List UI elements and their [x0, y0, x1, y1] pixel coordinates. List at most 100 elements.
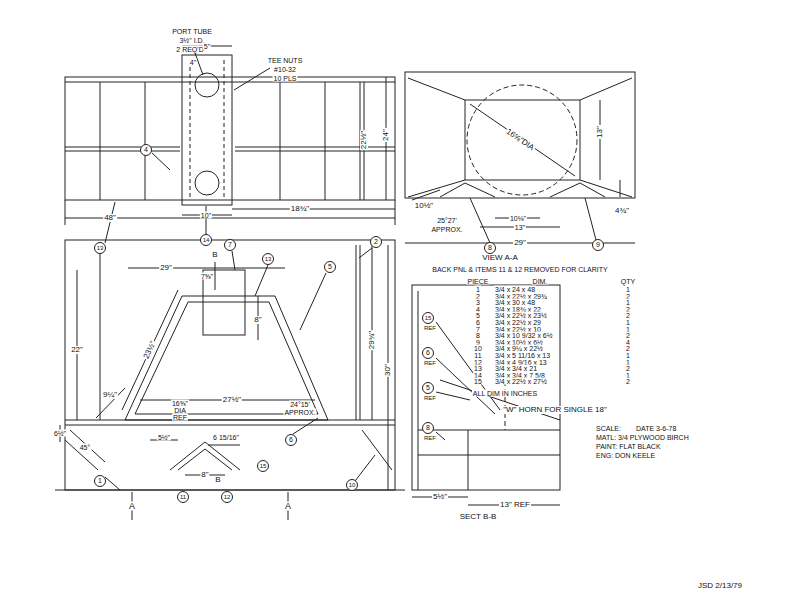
dimension-label: 18¾" — [290, 205, 310, 213]
callout-number: 8 — [422, 422, 434, 434]
leader-line — [105, 202, 115, 243]
panel-edge — [65, 82, 395, 83]
corner-wedge — [65, 440, 98, 470]
note-text: DATE 3-6-78 — [635, 425, 677, 432]
dimension-label: REF — [172, 414, 188, 421]
note-text: ENG: DON KEELE — [595, 452, 656, 459]
callout-number: 12 — [221, 491, 233, 503]
dimension-label: 5" — [203, 43, 211, 50]
dimension-label: APPROX. — [283, 409, 316, 416]
note-text: REF — [423, 325, 437, 331]
leader-line — [152, 153, 170, 170]
dimension-line — [122, 290, 178, 410]
port-board — [182, 55, 232, 205]
port-board — [203, 270, 245, 335]
dimension-label: 27½" — [222, 396, 242, 404]
note-text: PORT TUBE — [171, 28, 213, 35]
extension-line — [395, 200, 396, 225]
dimension-line — [128, 268, 285, 269]
parts-table-cell: DIM. — [532, 278, 549, 285]
note-text: JSD 2/13/79 — [697, 582, 743, 590]
dimension-label: 8" — [253, 316, 262, 324]
dimension-label: 29" — [159, 264, 173, 272]
dimension-label: 22" — [70, 346, 84, 354]
brace — [145, 82, 146, 200]
extension-line — [65, 200, 66, 225]
note-text: REF — [423, 435, 437, 441]
callout-number: 13 — [94, 242, 106, 254]
dimension-line — [470, 104, 575, 176]
side-panel — [100, 245, 101, 420]
note-text: 2 REQ'D — [175, 46, 204, 53]
leader-line — [255, 265, 268, 296]
dimension-label: 10" — [200, 212, 212, 219]
dimension-label: 13" REF — [499, 501, 531, 509]
horn-wall — [465, 100, 466, 180]
dimension-label: 6½" — [53, 430, 67, 437]
horn-wall — [580, 100, 581, 180]
wedge — [550, 183, 605, 197]
dimension-label: 4" — [189, 59, 197, 66]
dimension-label: 24" — [382, 128, 390, 142]
brace — [100, 82, 101, 200]
dimension-label: 23½" — [142, 339, 158, 361]
callout-number: 6 — [285, 434, 297, 446]
dimension-label: 16⅝"DIA — [504, 127, 536, 153]
leader-line — [585, 198, 596, 240]
section-b-b — [412, 285, 560, 505]
note-text: 3½" I.D. — [178, 37, 205, 44]
top-view — [65, 46, 395, 243]
leader-line — [436, 322, 500, 410]
center-wedge — [178, 449, 232, 470]
view-a-a — [405, 72, 635, 243]
dimension-label: 30" — [384, 363, 392, 377]
dimension-label: 9¼" — [102, 391, 118, 399]
callout-number: 6 — [422, 347, 434, 359]
note-text: REF — [423, 395, 437, 401]
hidden-line — [224, 60, 225, 200]
leader-line — [293, 418, 318, 434]
driver-circle — [467, 85, 577, 195]
dimension-label: 13" — [514, 224, 526, 231]
brace — [65, 147, 180, 148]
leader-line — [436, 432, 445, 440]
parts-table-cell: PIECE — [466, 278, 489, 285]
dimension-label: 5½" — [157, 434, 171, 441]
side-panel — [356, 245, 357, 420]
note-text: REF — [423, 360, 437, 366]
note-text: ALL DIM IN INCHES — [472, 390, 538, 397]
dimension-line — [412, 190, 440, 200]
brace — [235, 151, 395, 152]
horn-panel — [135, 302, 318, 414]
port-tube — [195, 73, 219, 97]
note-text: MATL: 3/4 PLYWOOD BIRCH — [595, 434, 690, 441]
brace — [325, 82, 326, 200]
dimension-line — [208, 445, 240, 446]
callout-number: 7 — [224, 239, 236, 251]
dimension-label: 10½" — [414, 202, 434, 210]
note-text: B — [214, 476, 221, 484]
top-outline — [65, 77, 395, 200]
note-text: SECT B-B — [459, 513, 498, 521]
dimension-label: 25°27' — [436, 217, 458, 224]
leader-line — [206, 206, 207, 234]
port-tube — [195, 171, 219, 195]
dimension-line — [620, 180, 621, 197]
dimension-line — [232, 209, 395, 210]
dimension-label: 29" — [513, 239, 527, 247]
note-text: B — [211, 251, 218, 259]
callout-number: 8 — [484, 242, 496, 254]
callout-number: 11 — [177, 491, 189, 503]
dimension-line — [96, 388, 125, 418]
leader-line — [232, 251, 235, 270]
callout-number: 15 — [422, 312, 434, 324]
view-outline — [405, 72, 635, 198]
parts-table-cell: 2 — [625, 378, 631, 385]
baffle — [418, 430, 560, 431]
dimension-label: 29¾" — [368, 330, 376, 350]
center-wedge — [170, 442, 240, 470]
front-outline — [65, 240, 395, 490]
dimension-label: 24°15' — [289, 401, 311, 408]
